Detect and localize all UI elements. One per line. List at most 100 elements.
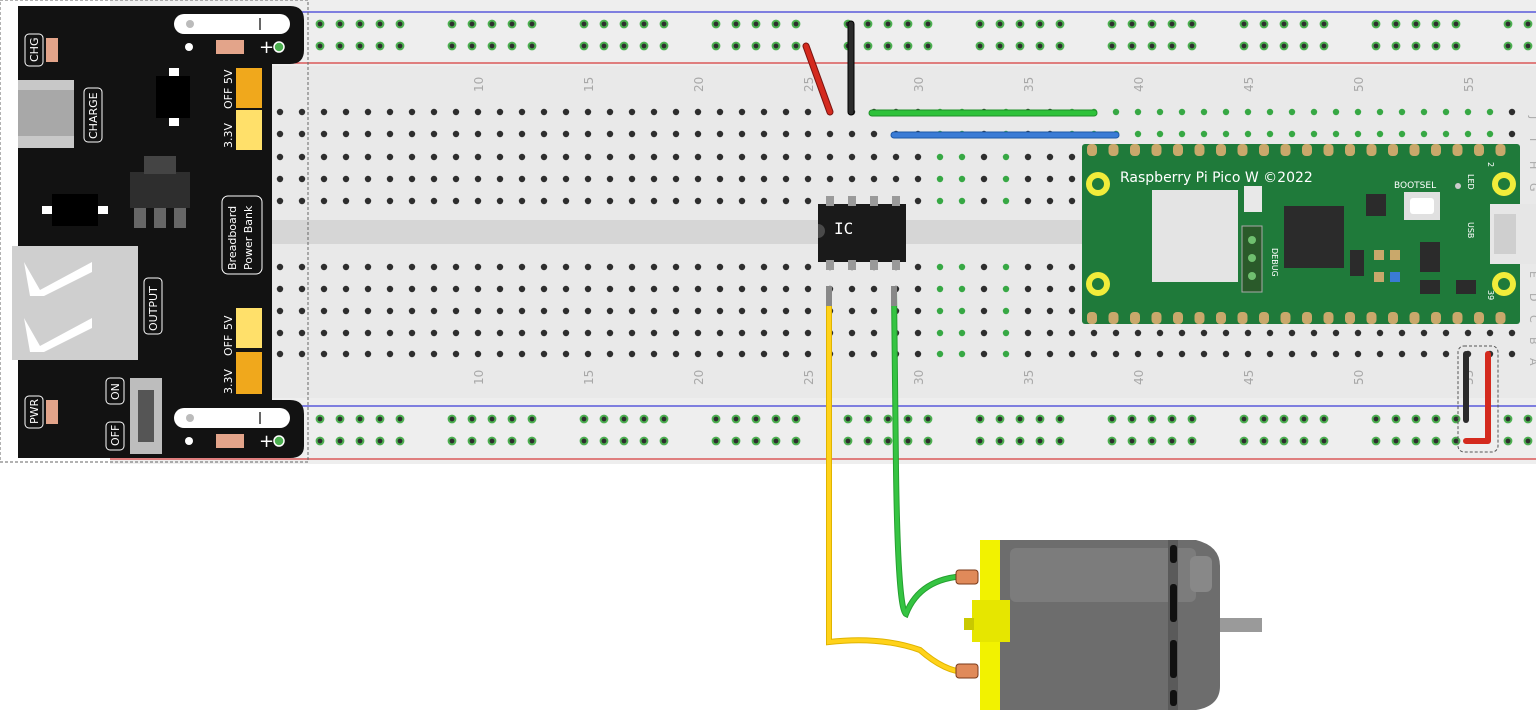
rail-hole xyxy=(1259,414,1269,424)
breadboard-hole xyxy=(936,329,944,337)
breadboard-hole xyxy=(738,175,746,183)
rail-hole xyxy=(1147,436,1157,446)
rail-hole xyxy=(1035,41,1045,51)
rail-hole xyxy=(1391,436,1401,446)
breadboard-hole xyxy=(782,175,790,183)
breadboard-hole xyxy=(650,329,658,337)
rail-hole xyxy=(771,19,781,29)
breadboard-hole xyxy=(606,153,614,161)
breadboard-hole xyxy=(540,307,548,315)
rail-hole xyxy=(467,41,477,51)
rail-hole xyxy=(1503,414,1513,424)
breadboard-hole xyxy=(606,263,614,271)
breadboard-hole xyxy=(980,263,988,271)
rail-hole xyxy=(975,41,985,51)
pico-pin xyxy=(1216,144,1226,156)
breadboard-hole xyxy=(298,263,306,271)
rail-hole xyxy=(395,19,405,29)
rail-hole xyxy=(1411,436,1421,446)
breadboard-hole xyxy=(276,307,284,315)
rail-hole xyxy=(1431,41,1441,51)
breadboard-hole xyxy=(914,197,922,205)
debug-label: DEBUG xyxy=(1270,248,1279,277)
breadboard-hole xyxy=(650,307,658,315)
breadboard-hole xyxy=(694,329,702,337)
rail-hole xyxy=(1015,19,1025,29)
breadboard-hole xyxy=(1288,350,1296,358)
breadboard-hole xyxy=(628,350,636,358)
rail-hole xyxy=(1147,414,1157,424)
breadboard-hole xyxy=(496,329,504,337)
breadboard-hole xyxy=(408,307,416,315)
rail-hole xyxy=(1299,414,1309,424)
breadboard-hole xyxy=(606,350,614,358)
breadboard-hole xyxy=(540,350,548,358)
breadboard-hole xyxy=(738,153,746,161)
breadboard-hole xyxy=(804,329,812,337)
pico-pin xyxy=(1495,312,1506,324)
breadboard-hole xyxy=(452,153,460,161)
rail-hole xyxy=(619,19,629,29)
rail-hole xyxy=(1015,414,1025,424)
breadboard-hole xyxy=(1134,130,1142,138)
rail-hole xyxy=(975,19,985,29)
rail-hole xyxy=(731,19,741,29)
rail-hole xyxy=(1391,414,1401,424)
rail-hole xyxy=(1503,41,1513,51)
on-label: ON xyxy=(109,383,122,400)
breadboard-hole xyxy=(1156,350,1164,358)
breadboard-hole xyxy=(760,350,768,358)
breadboard-hole xyxy=(386,285,394,293)
breadboard-hole xyxy=(1222,350,1230,358)
rail-hole xyxy=(883,19,893,29)
pico-pin xyxy=(1087,312,1097,324)
breadboard-hole xyxy=(1046,175,1054,183)
column-number: 30 xyxy=(912,77,926,92)
breadboard-hole xyxy=(320,307,328,315)
motor-terminal-bottom xyxy=(955,663,979,679)
breadboard-hole xyxy=(320,153,328,161)
row-letter: J xyxy=(1527,115,1536,119)
breadboard-hole xyxy=(1244,350,1252,358)
rail-hole xyxy=(1127,414,1137,424)
breadboard-hole xyxy=(936,197,944,205)
breadboard-hole xyxy=(1464,329,1472,337)
breadboard-hole xyxy=(562,153,570,161)
rail-hole xyxy=(863,41,873,51)
rail-hole xyxy=(771,41,781,51)
breadboard-hole xyxy=(694,307,702,315)
breadboard-hole xyxy=(364,153,372,161)
breadboard-hole xyxy=(540,263,548,271)
rail-hole xyxy=(507,436,517,446)
breadboard-hole xyxy=(320,197,328,205)
breadboard-hole xyxy=(496,350,504,358)
pico-pin xyxy=(1130,144,1140,156)
breadboard-hole xyxy=(1508,108,1516,116)
breadboard-hole xyxy=(386,153,394,161)
rail-hole xyxy=(903,19,913,29)
rail-hole xyxy=(1239,41,1249,51)
breadboard-hole xyxy=(1156,329,1164,337)
rail-hole xyxy=(487,436,497,446)
breadboard-hole xyxy=(518,108,526,116)
breadboard-hole xyxy=(848,130,856,138)
breadboard-hole xyxy=(1310,108,1318,116)
breadboard-hole xyxy=(1376,108,1384,116)
breadboard-hole xyxy=(1156,108,1164,116)
rail-hole xyxy=(467,19,477,29)
breadboard-hole xyxy=(1134,108,1142,116)
rail-hole xyxy=(1127,41,1137,51)
rail-hole xyxy=(995,436,1005,446)
pwr-label: PWR xyxy=(28,398,41,424)
breadboard-hole xyxy=(1024,307,1032,315)
breadboard-hole xyxy=(672,153,680,161)
breadboard-hole xyxy=(320,175,328,183)
pico-pin xyxy=(1431,312,1441,324)
pico-pin xyxy=(1345,144,1355,156)
rail-hole xyxy=(1299,19,1309,29)
breadboard-hole xyxy=(870,285,878,293)
jumper-33v-top: 3.3V xyxy=(222,123,235,148)
breadboard-hole xyxy=(342,263,350,271)
breadboard-hole xyxy=(364,175,372,183)
wifi-module xyxy=(1152,190,1238,282)
